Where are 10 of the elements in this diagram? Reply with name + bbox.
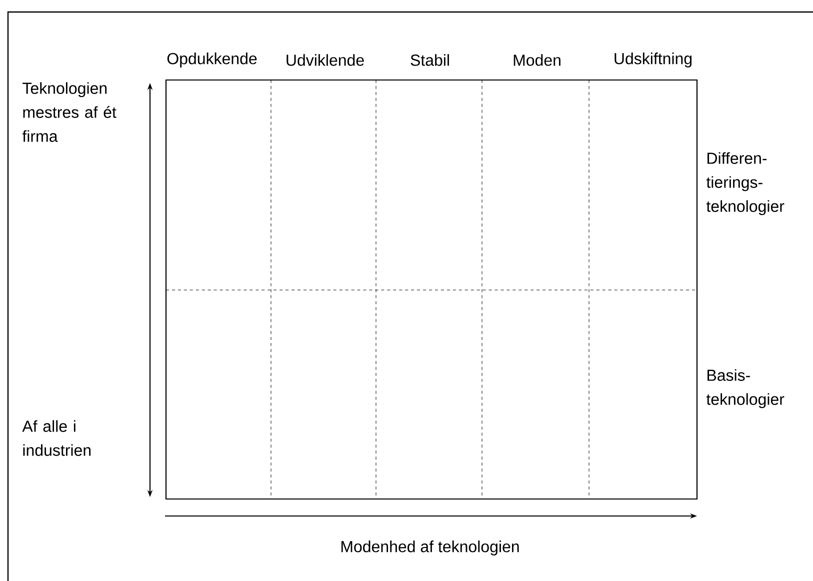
axis-label: Modenhed af teknologien xyxy=(341,540,519,556)
column-header: Udviklende xyxy=(286,54,364,66)
column-header: Moden xyxy=(514,54,560,66)
column-header: Stabil xyxy=(410,54,449,66)
column-header: Opdukkende xyxy=(167,52,257,68)
axis-label: Af alle i industrien xyxy=(22,420,91,456)
row-label: Basis- teknologier xyxy=(706,369,784,408)
column-header: Udskiftning xyxy=(614,52,692,68)
row-label: Differen- tierings- teknologier xyxy=(706,152,784,216)
axis-label: Teknologien mestres af ét firma xyxy=(22,82,116,142)
